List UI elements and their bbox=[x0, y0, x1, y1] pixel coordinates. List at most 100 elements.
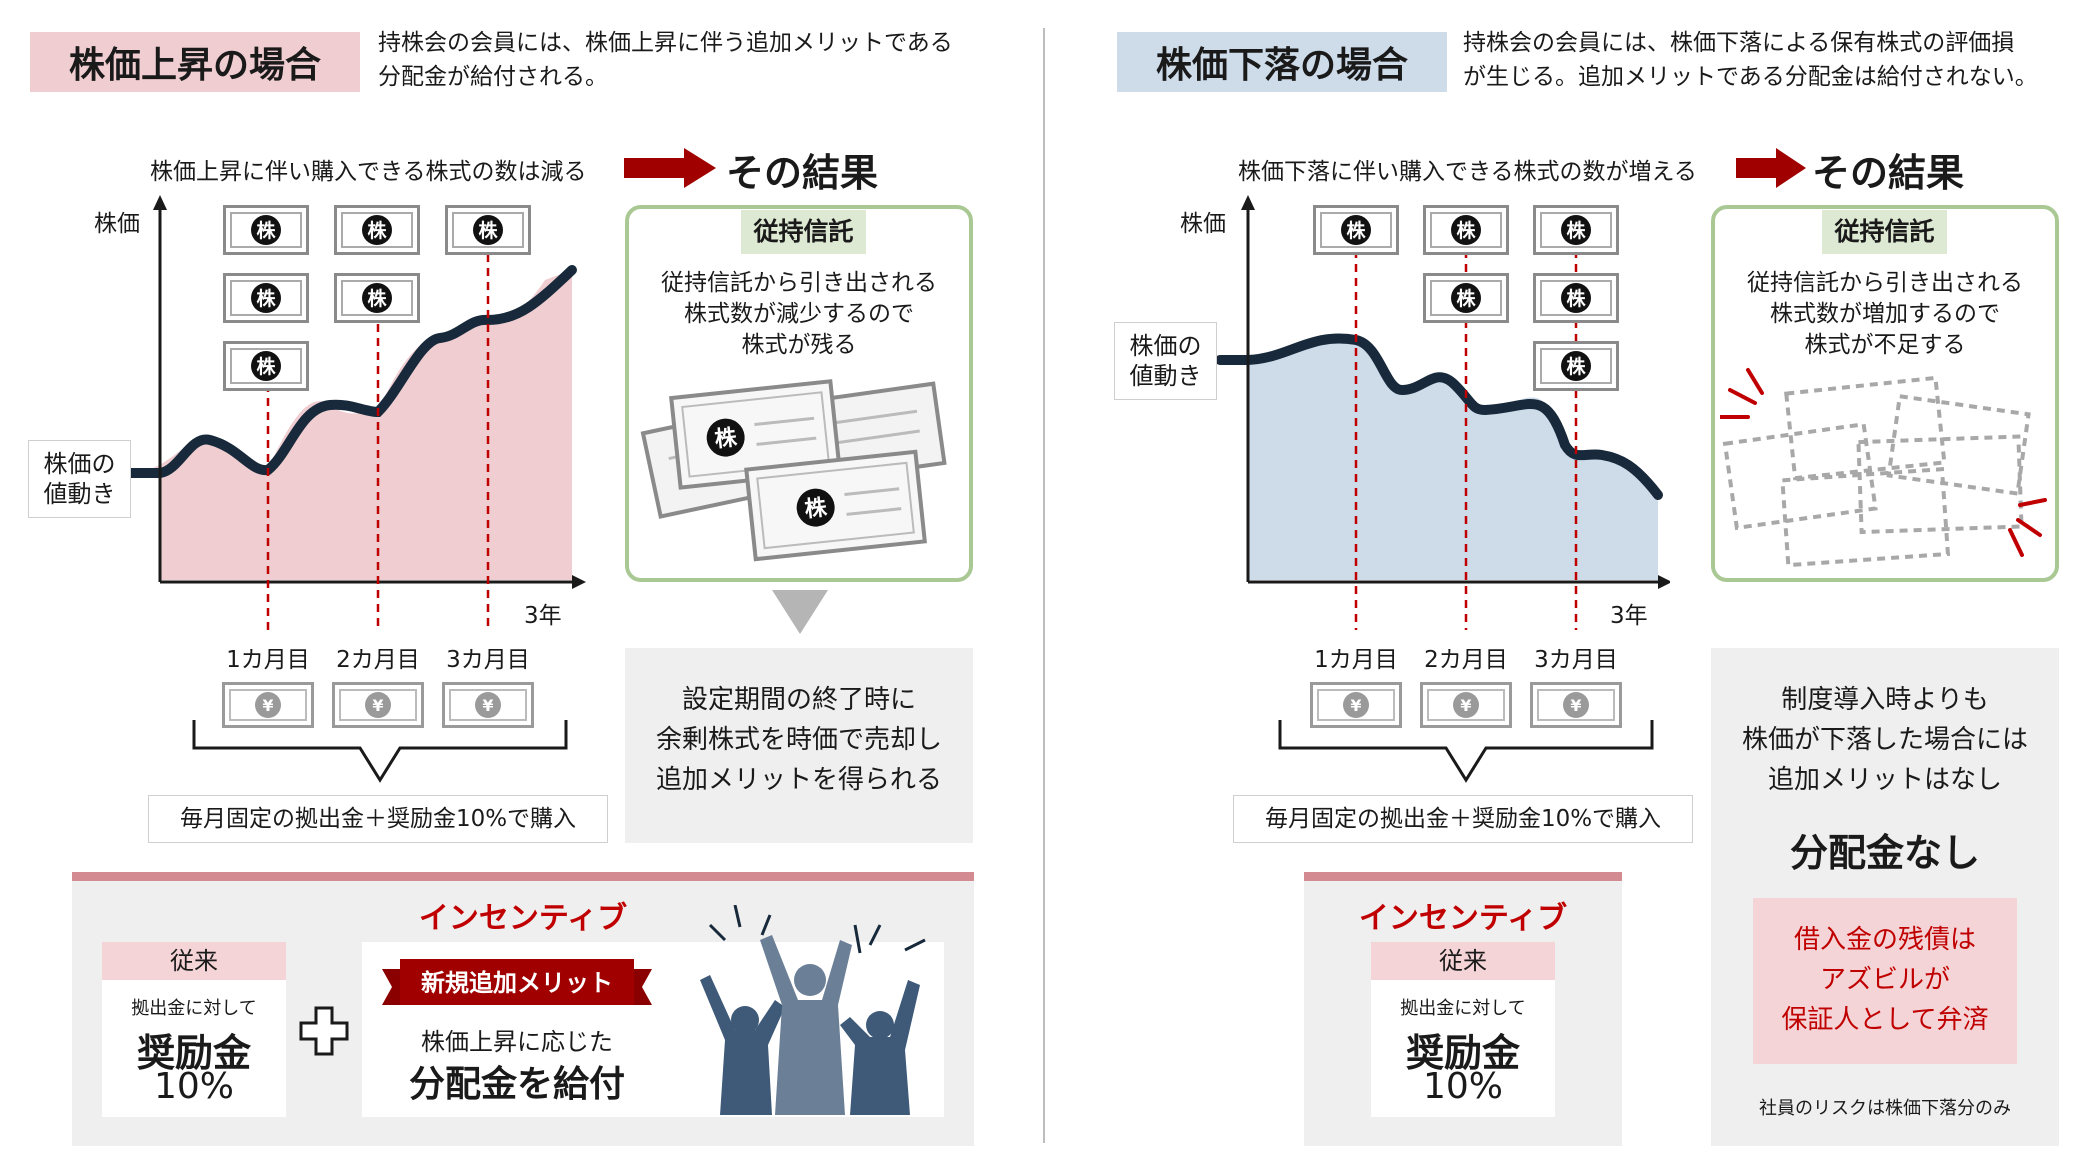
right-guarantee-line1: 借入金の残債は bbox=[1793, 925, 1976, 955]
right-desc-line1: 持株会の会員には、株価下落による保有株式の評価損 bbox=[1463, 30, 2015, 56]
svg-text:¥: ¥ bbox=[1350, 696, 1361, 715]
right-axis-label: 株価 bbox=[1180, 211, 1226, 237]
burst-lines-icon bbox=[1720, 368, 2047, 557]
svg-text:新規追加メリット: 新規追加メリット bbox=[421, 969, 613, 997]
yen-bill-icon: ¥ bbox=[222, 682, 314, 728]
right-trust-line3: 株式が不足する bbox=[1804, 332, 1966, 358]
left-trust-line2: 株式数が減少するので bbox=[684, 301, 914, 327]
left-caption: 株価上昇に伴い購入できる株式の数は減る bbox=[150, 159, 587, 185]
yen-bill-icon: ¥ bbox=[332, 682, 424, 728]
arrow-right-icon bbox=[1736, 148, 1806, 188]
left-conventional-pct: 10% bbox=[153, 1066, 234, 1107]
down-triangle-icon bbox=[772, 590, 828, 634]
right-movement-label: 株価の 値動き bbox=[1114, 322, 1217, 400]
right-month-1: 1カ月目 bbox=[1314, 647, 1398, 673]
stock-pile-icon: 株 株 bbox=[640, 379, 947, 562]
right-month-3: 3カ月目 bbox=[1534, 647, 1618, 673]
stock-certificate-icon: 株 bbox=[1313, 205, 1399, 255]
right-price-chart bbox=[1215, 195, 1670, 630]
svg-text:¥: ¥ bbox=[262, 696, 273, 715]
left-month-3: 3カ月目 bbox=[446, 647, 530, 673]
right-trust-label: 従持信託 bbox=[1822, 210, 1947, 254]
left-outcome-line3: 追加メリットを得られる bbox=[655, 765, 942, 795]
svg-text:株: 株 bbox=[1566, 355, 1586, 378]
right-conventional-head: 従来 bbox=[1371, 942, 1555, 980]
arrow-right-icon bbox=[624, 148, 716, 188]
fall-area bbox=[1248, 336, 1658, 580]
stock-certificate-icon: 株 bbox=[223, 273, 309, 323]
right-purchase-note: 毎月固定の拠出金＋奨励金10%で購入 bbox=[1233, 795, 1693, 843]
left-month-1: 1カ月目 bbox=[226, 647, 310, 673]
left-conventional-sub: 拠出金に対して bbox=[131, 998, 257, 1019]
right-movement-label-1: 株価の bbox=[1129, 332, 1202, 360]
svg-text:株: 株 bbox=[1456, 287, 1476, 310]
right-caption: 株価下落に伴い購入できる株式の数が増える bbox=[1238, 159, 1697, 185]
left-result-heading: その結果 bbox=[726, 151, 879, 195]
svg-text:株: 株 bbox=[1456, 219, 1476, 242]
left-purchase-note: 毎月固定の拠出金＋奨励金10%で購入 bbox=[148, 795, 608, 843]
yen-bill-icon: ¥ bbox=[1310, 682, 1402, 728]
right-trust-text: 従持信託から引き出される 株式数が増加するので 株式が不足する bbox=[1714, 268, 2056, 361]
left-trust-line1: 従持信託から引き出される bbox=[661, 270, 937, 296]
left-outcome-text: 設定期間の終了時に 余剰株式を時価で売却し 追加メリットを得られる bbox=[625, 680, 973, 800]
svg-text:株: 株 bbox=[1346, 219, 1366, 242]
new-merit-ribbon: 新規追加メリット bbox=[382, 959, 652, 1005]
left-conventional-head: 従来 bbox=[102, 942, 286, 980]
fall-price-line bbox=[1215, 333, 1663, 500]
stock-certificate-icon: 株 bbox=[1423, 273, 1509, 323]
right-desc-line2: が生じる。追加メリットである分配金は給付されない。 bbox=[1463, 64, 2038, 90]
left-new-merit-dividend: 分配金を給付 bbox=[408, 1064, 625, 1105]
left-description: 持株会の会員には、株価上昇に伴う追加メリットである 分配金が給付される。 bbox=[378, 26, 1018, 94]
right-outcome-text: 制度導入時よりも 株価が下落した場合には 追加メリットはなし bbox=[1711, 680, 2059, 800]
right-movement-label-2: 値動き bbox=[1129, 362, 1202, 390]
left-x-end-label: 3年 bbox=[524, 603, 562, 629]
svg-text:株: 株 bbox=[256, 355, 276, 378]
left-outcome-box bbox=[625, 648, 973, 843]
yen-bill-icon: ¥ bbox=[1530, 682, 1622, 728]
stock-certificate-icon: 株 bbox=[223, 205, 309, 255]
right-outcome-line1: 制度導入時よりも bbox=[1781, 685, 1989, 715]
right-risk-note: 社員のリスクは株価下落分のみ bbox=[1759, 1098, 2011, 1119]
svg-text:株: 株 bbox=[256, 287, 276, 310]
stock-certificate-icon: 株 bbox=[445, 205, 531, 255]
right-conventional-pct: 10% bbox=[1422, 1066, 1503, 1107]
plus-icon bbox=[299, 1006, 349, 1056]
left-desc-line1: 持株会の会員には、株価上昇に伴う追加メリットである bbox=[378, 30, 953, 56]
svg-text:株: 株 bbox=[804, 495, 829, 522]
right-description: 持株会の会員には、株価下落による保有株式の評価損 が生じる。追加メリットである分… bbox=[1463, 26, 2063, 94]
left-axis-label: 株価 bbox=[94, 211, 140, 237]
cheering-people-icon bbox=[700, 905, 926, 1115]
rise-area bbox=[130, 270, 572, 580]
svg-text:株: 株 bbox=[478, 219, 498, 242]
left-movement-label: 株価の 値動き bbox=[28, 440, 131, 518]
left-trust-label: 従持信託 bbox=[741, 210, 866, 254]
right-outcome-line3: 追加メリットはなし bbox=[1767, 765, 2002, 795]
left-movement-label-1: 株価の bbox=[43, 450, 116, 478]
svg-text:¥: ¥ bbox=[372, 696, 383, 715]
right-trust-box bbox=[1711, 205, 2059, 582]
svg-text:株: 株 bbox=[367, 219, 387, 242]
yen-bill-icon: ¥ bbox=[1420, 682, 1512, 728]
right-conventional-bonus: 奨励金 bbox=[1405, 1031, 1520, 1075]
svg-text:¥: ¥ bbox=[1460, 696, 1471, 715]
right-title: 株価下落の場合 bbox=[1117, 32, 1447, 92]
right-incentive-title: インセンティブ bbox=[1358, 901, 1568, 936]
right-guarantee-line2: アズビルが bbox=[1819, 965, 1950, 995]
right-month-2: 2カ月目 bbox=[1424, 647, 1508, 673]
svg-text:¥: ¥ bbox=[1570, 696, 1581, 715]
stock-certificate-icon: 株 bbox=[1423, 205, 1509, 255]
right-x-end-label: 3年 bbox=[1610, 603, 1648, 629]
left-outcome-line2: 余剰株式を時価で売却し bbox=[655, 725, 942, 755]
stock-certificate-icon: 株 bbox=[1533, 205, 1619, 255]
svg-text:株: 株 bbox=[714, 425, 739, 452]
left-conventional-bonus: 奨励金 bbox=[136, 1031, 251, 1075]
right-brace bbox=[1278, 720, 1654, 783]
svg-text:株: 株 bbox=[1566, 287, 1586, 310]
left-price-chart bbox=[125, 195, 586, 630]
stock-certificate-icon: 株 bbox=[1533, 341, 1619, 391]
center-divider bbox=[1043, 28, 1045, 1143]
stock-certificate-icon: 株 bbox=[223, 341, 309, 391]
right-result-heading: その結果 bbox=[1812, 151, 1965, 195]
stock-certificate-icon: 株 bbox=[334, 205, 420, 255]
